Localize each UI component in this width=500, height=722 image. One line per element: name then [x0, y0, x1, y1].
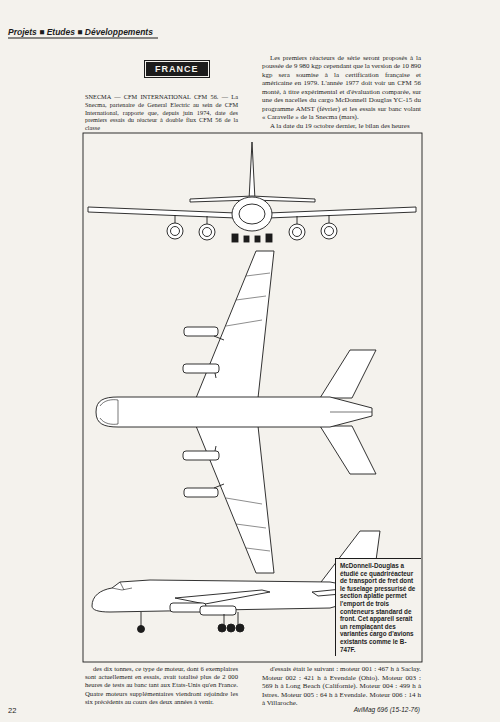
article-paragraph: des dix tonnes, ce type de moteur, dont … — [85, 665, 238, 706]
issue-reference: AviMag 696 (15-12-76) — [350, 706, 420, 713]
node-text: McDonnell-Douglas a étudié ce quadriréac… — [340, 562, 418, 653]
text-column: d'essais était le suivant : moteur 001 :… — [262, 665, 421, 708]
text-column: des dix tonnes, ce type de moteur, dont … — [85, 665, 238, 706]
country-banner: FRANCE — [145, 61, 209, 77]
article-paragraph: d'essais était le suivant : moteur 001 :… — [262, 665, 421, 708]
article-paragraph: A la date du 19 octobre dernier, le bila… — [262, 122, 421, 130]
article-paragraph: SNECMA — CFM INTERNATIONAL CFM 56. — La … — [85, 93, 238, 132]
article-paragraph: Les premiers réacteurs de série seront p… — [262, 54, 421, 122]
node-text: FRANCE — [155, 64, 199, 74]
caption-box: McDonnell-Douglas a étudié ce quadriréac… — [335, 558, 421, 656]
page-number: 22 — [8, 706, 16, 715]
section-header: Projets ■ Etudes ■ Développements — [8, 27, 153, 37]
text-column: SNECMA — CFM INTERNATIONAL CFM 56. — La … — [85, 93, 238, 132]
text-column: Les premiers réacteurs de série seront p… — [262, 54, 421, 130]
